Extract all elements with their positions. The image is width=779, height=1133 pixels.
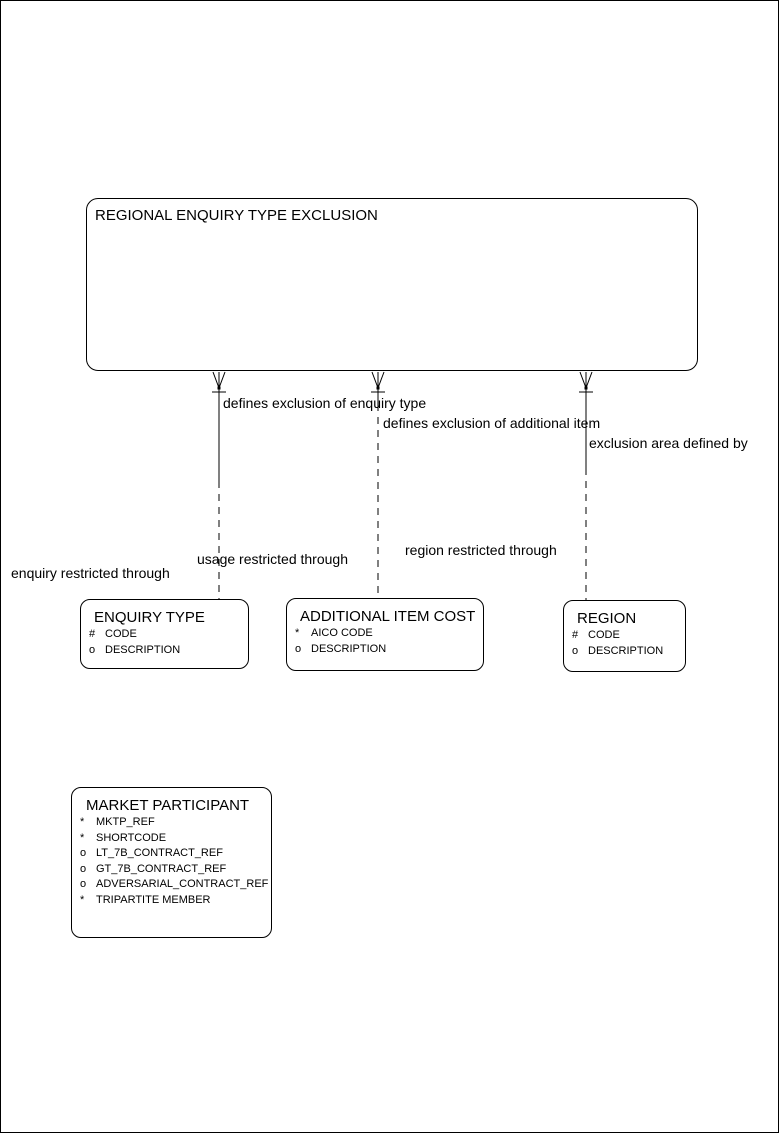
entity-title: REGION: [577, 610, 637, 627]
entity-market-participant[interactable]: MARKET PARTICIPANT * MKTP_REF * SHORTCOD…: [71, 787, 272, 938]
relationship-parent-label-region: exclusion area defined by: [589, 435, 748, 451]
attribute-name: DESCRIPTION: [588, 644, 664, 657]
entity-region[interactable]: REGION # CODE o DESCRIPTION: [563, 600, 686, 672]
attribute-name: CODE: [105, 628, 137, 640]
entity-title: MARKET PARTICIPANT: [86, 797, 250, 814]
attribute-row: o GT_7B_CONTRACT_REF: [72, 862, 271, 878]
attribute-marker: *: [80, 893, 85, 906]
entity-additional-item-cost[interactable]: ADDITIONAL ITEM COST * AICO CODE o DESCR…: [286, 598, 484, 671]
relationship-child-label-additional-item: usage restricted through: [197, 551, 348, 567]
connector-region[interactable]: [579, 371, 593, 600]
attribute-marker: o: [80, 878, 87, 890]
attribute-name: MKTP_REF: [96, 816, 155, 828]
attribute-name: AICO CODE: [311, 627, 373, 639]
entity-regional-enquiry-type-exclusion[interactable]: REGIONAL ENQUIRY TYPE EXCLUSION: [86, 198, 698, 371]
attribute-row: * AICO CODE: [287, 626, 483, 642]
attribute-name: GT_7B_CONTRACT_REF: [96, 862, 227, 875]
attribute-marker: *: [80, 816, 85, 828]
crows-foot-many-icon: [212, 371, 226, 389]
attribute-name: CODE: [588, 629, 620, 641]
entity-title: ENQUIRY TYPE: [94, 609, 205, 626]
attribute-name: TRIPARTITE MEMBER: [96, 893, 211, 906]
attribute-row: * MKTP_REF: [72, 815, 271, 831]
attribute-row: o DESCRIPTION: [564, 644, 685, 660]
crows-foot-many-icon: [371, 371, 385, 389]
attribute-name: DESCRIPTION: [105, 643, 181, 656]
entity-title: ADDITIONAL ITEM COST: [300, 608, 476, 625]
attribute-marker: #: [89, 628, 96, 640]
relationship-parent-label-enquiry-type: defines exclusion of enquiry type: [223, 395, 427, 411]
attribute-marker: o: [80, 862, 87, 875]
relationship-child-label-region: region restricted through: [405, 542, 557, 558]
attribute-row: * TRIPARTITE MEMBER: [72, 893, 271, 909]
attribute-name: LT_7B_CONTRACT_REF: [96, 847, 223, 859]
attribute-marker: *: [80, 831, 85, 844]
attribute-marker: o: [89, 643, 96, 656]
attribute-row: # CODE: [81, 627, 248, 643]
attribute-marker: o: [295, 642, 302, 655]
attribute-name: SHORTCODE: [96, 831, 167, 844]
entity-title: REGIONAL ENQUIRY TYPE EXCLUSION: [95, 207, 378, 224]
attribute-name: DESCRIPTION: [311, 642, 387, 655]
attribute-marker: o: [572, 644, 579, 657]
attribute-row: o DESCRIPTION: [81, 643, 248, 659]
crows-foot-many-icon: [579, 371, 593, 389]
attribute-row: * SHORTCODE: [72, 831, 271, 847]
connector-enquiry-type[interactable]: [212, 371, 226, 599]
attribute-row: o DESCRIPTION: [287, 642, 483, 658]
connector-additional-item-cost[interactable]: [371, 371, 385, 598]
attribute-row: o ADVERSARIAL_CONTRACT_REF: [72, 877, 271, 893]
attribute-row: o LT_7B_CONTRACT_REF: [72, 846, 271, 862]
attribute-marker: *: [295, 627, 300, 639]
attribute-marker: o: [80, 847, 87, 859]
attribute-row: # CODE: [564, 628, 685, 644]
attribute-name: ADVERSARIAL_CONTRACT_REF: [96, 878, 269, 890]
relationship-child-label-enquiry-type: enquiry restricted through: [11, 565, 170, 581]
relationship-parent-label-additional-item: defines exclusion of additional item: [383, 415, 601, 431]
entity-enquiry-type[interactable]: ENQUIRY TYPE # CODE o DESCRIPTION: [80, 599, 249, 669]
attribute-marker: #: [572, 629, 579, 641]
